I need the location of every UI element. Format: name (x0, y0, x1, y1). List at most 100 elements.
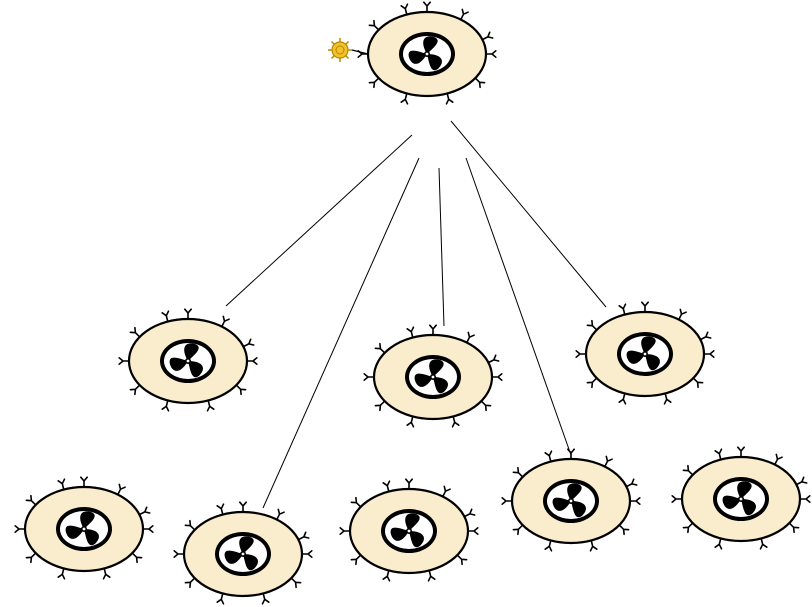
cell-2-receptor-9 (374, 342, 386, 354)
cell-1-receptor-5 (206, 399, 215, 412)
cell-2-receptor-0 (429, 324, 437, 336)
cell-1-clone-cell (118, 308, 258, 412)
cell-3-receptor-9 (586, 319, 598, 331)
cell-5-receptor-0 (239, 501, 247, 513)
cell-0-receptor-4 (474, 77, 486, 89)
cell-4-receptor-6 (57, 567, 66, 580)
cell-4-nucleus-icon (56, 507, 112, 551)
cell-4-receptor-5 (102, 567, 111, 580)
cell-8-receptor-1 (774, 453, 783, 466)
antigen-group (328, 38, 369, 62)
cell-6-receptor-5 (427, 569, 436, 582)
cell-3-receptor-5 (663, 392, 672, 405)
cell-6-clone-cell (339, 478, 479, 582)
cell-8-receptor-9 (682, 464, 694, 476)
cell-1-receptor-0 (184, 308, 192, 320)
cell-2-receptor-4 (480, 400, 492, 412)
cell-1-receptor-2 (242, 338, 255, 348)
cell-2-receptor-10 (406, 326, 415, 339)
cell-2-receptor-6 (406, 415, 415, 428)
cell-1-receptor-1 (221, 315, 230, 328)
cell-2-receptor-7 (374, 400, 386, 412)
connector-line-cell-3 (438, 167, 445, 327)
cell-5-nucleus-icon (215, 532, 271, 576)
cell-4-receptor-7 (25, 552, 37, 564)
cell-1-nucleus-icon (160, 339, 216, 383)
cell-0-receptor-6 (400, 92, 409, 105)
connector-line-cell-4 (450, 120, 607, 308)
cell-8-receptor-5 (759, 537, 768, 550)
cell-1-receptor-7 (129, 384, 141, 396)
connector-line-cell-7 (465, 157, 572, 456)
cell-1-receptor-6 (161, 399, 170, 412)
cell-5-receptor-1 (276, 508, 285, 521)
cell-8-receptor-6 (714, 537, 723, 550)
cell-0-receptor-2 (481, 31, 494, 41)
antigen-particle-icon (328, 38, 369, 62)
cell-5-receptor-7 (184, 577, 196, 589)
cell-3-receptor-2 (699, 331, 712, 341)
cell-2-receptor-1 (466, 331, 475, 344)
cell-0-receptor-1 (460, 8, 469, 21)
cell-8-receptor-0 (737, 446, 745, 458)
cell-0-nucleus-icon (399, 32, 455, 76)
cell-3-nucleus-icon (617, 332, 673, 376)
cell-4-receptor-0 (80, 476, 88, 488)
cell-8-receptor-4 (788, 522, 800, 534)
cell-8-clone-cell (671, 446, 811, 550)
cell-5-receptor-8 (173, 550, 185, 558)
connector-lines (225, 120, 607, 509)
cell-7-clone-cell (501, 448, 641, 552)
cell-4-receptor-8 (14, 525, 26, 533)
cell-0-parent-cell (357, 1, 497, 105)
cell-6-receptor-6 (382, 569, 391, 582)
cell-6-receptor-9 (350, 496, 362, 508)
cell-1-receptor-10 (161, 310, 170, 323)
cell-2-receptor-3 (491, 373, 503, 381)
cell-7-receptor-8 (501, 497, 513, 505)
cell-6-receptor-2 (463, 508, 476, 518)
cell-0-receptor-9 (368, 19, 380, 31)
cell-5-receptor-9 (184, 519, 196, 531)
cell-7-receptor-7 (512, 524, 524, 536)
cell-5-receptor-5 (261, 592, 270, 605)
cell-4-receptor-3 (142, 525, 154, 533)
cell-7-receptor-2 (625, 478, 638, 488)
cell-5-receptor-2 (297, 531, 310, 541)
cell-6-receptor-10 (382, 480, 391, 493)
cell-6-receptor-8 (339, 527, 351, 535)
cell-6-receptor-3 (467, 527, 479, 535)
cell-1-receptor-8 (118, 357, 130, 365)
cell-4-receptor-4 (131, 552, 143, 564)
cell-8-receptor-2 (795, 476, 808, 486)
cell-4-receptor-9 (25, 494, 37, 506)
cell-2-receptor-2 (487, 354, 500, 364)
cell-2-receptor-8 (363, 373, 375, 381)
cell-3-receptor-4 (692, 377, 704, 389)
cell-3-receptor-6 (618, 392, 627, 405)
cell-0-receptor-10 (400, 3, 409, 16)
cell-3-receptor-3 (703, 350, 715, 358)
cell-8-nucleus-icon (713, 477, 769, 521)
cell-7-receptor-5 (589, 539, 598, 552)
cell-6-nucleus-icon (381, 509, 437, 553)
cell-6-receptor-1 (442, 485, 451, 498)
cell-8-receptor-10 (714, 448, 723, 461)
cell-5-clone-cell (173, 501, 313, 605)
connector-line-cell-2 (262, 157, 420, 509)
cell-3-receptor-0 (641, 301, 649, 313)
cell-3-receptor-10 (618, 303, 627, 316)
cell-7-receptor-3 (629, 497, 641, 505)
cell-4-receptor-2 (138, 506, 151, 516)
cell-4-receptor-1 (117, 483, 126, 496)
cell-6-receptor-0 (405, 478, 413, 490)
cell-0-receptor-3 (485, 50, 497, 58)
cell-3-receptor-8 (575, 350, 587, 358)
cell-6-receptor-7 (350, 554, 362, 566)
cell-2-nucleus-icon (405, 355, 461, 399)
cell-3-receptor-1 (678, 308, 687, 321)
cell-0-receptor-0 (423, 1, 431, 13)
cell-0-receptor-5 (445, 92, 454, 105)
cell-7-receptor-10 (544, 450, 553, 463)
cell-7-receptor-6 (544, 539, 553, 552)
